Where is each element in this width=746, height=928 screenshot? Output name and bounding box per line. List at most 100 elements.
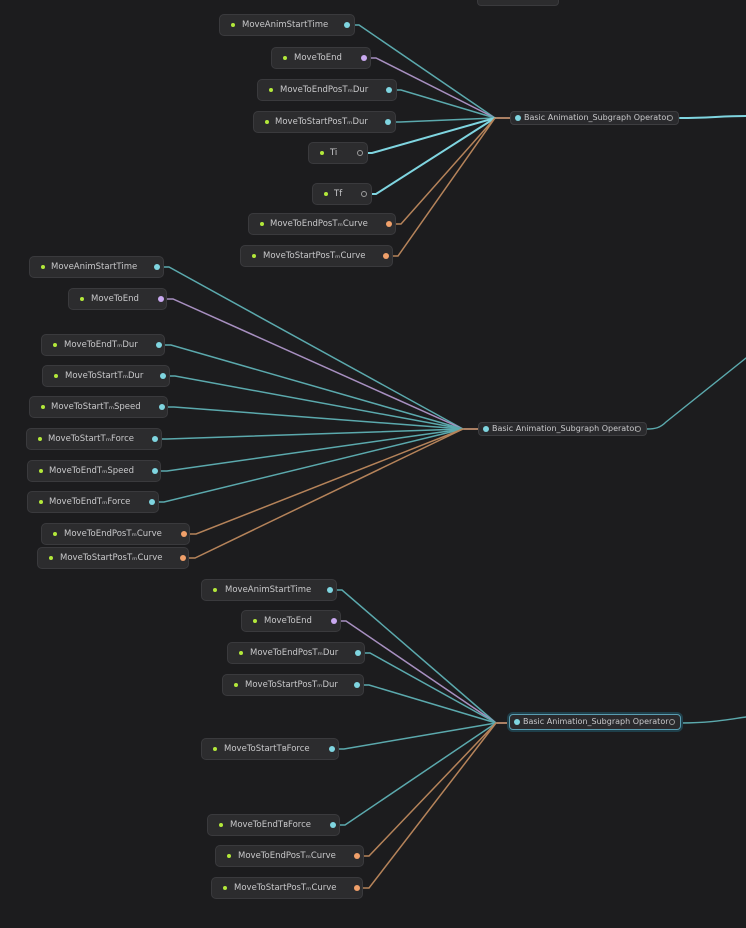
node-input-port[interactable] (253, 619, 257, 623)
node-input-port[interactable] (49, 556, 53, 560)
parameter-wire (389, 117, 496, 123)
parameter-node[interactable]: MoveToStartTₘDur (42, 365, 170, 387)
node-input-port[interactable] (39, 469, 43, 473)
node-input-port[interactable] (260, 222, 264, 226)
parameter-node[interactable]: MoveToEndPosTₘCurve (248, 213, 396, 235)
parameter-node[interactable]: MoveToEndPosTₘCurve (215, 845, 364, 867)
node-output-port[interactable] (329, 746, 335, 752)
node-output-port[interactable] (154, 264, 160, 270)
node-output-port[interactable] (180, 555, 186, 561)
node-input-port[interactable] (265, 120, 269, 124)
node-output-port[interactable] (354, 853, 360, 859)
operator-input-port[interactable] (514, 719, 520, 725)
offscreen-node-stub[interactable] (477, 0, 559, 6)
node-output-port[interactable] (344, 22, 350, 28)
node-input-port[interactable] (227, 854, 231, 858)
parameter-node[interactable]: MoveToEndPosTₘDur (227, 642, 365, 664)
node-output-port[interactable] (156, 342, 162, 348)
node-output-port[interactable] (357, 150, 363, 156)
parameter-node[interactable]: MoveToStartPosTₘCurve (37, 547, 189, 569)
operator-input-port[interactable] (515, 115, 521, 121)
parameter-wire (164, 375, 464, 430)
parameter-node[interactable]: Ti (308, 142, 368, 164)
node-input-port[interactable] (80, 297, 84, 301)
node-output-port[interactable] (361, 55, 367, 61)
node-output-port[interactable] (327, 587, 333, 593)
node-input-port[interactable] (41, 265, 45, 269)
operator-title: Basic Animation_Subgraph Operator (523, 717, 669, 726)
operator-output-port[interactable] (635, 426, 641, 432)
parameter-node[interactable]: MoveToStartPosTₘCurve (211, 877, 363, 899)
node-output-port[interactable] (330, 822, 336, 828)
node-input-port[interactable] (41, 405, 45, 409)
operator-title: Basic Animation_Subgraph Operator (524, 113, 670, 122)
node-output-port[interactable] (159, 404, 165, 410)
operator-input-port[interactable] (483, 426, 489, 432)
node-output-port[interactable] (386, 87, 392, 93)
node-output-port[interactable] (181, 531, 187, 537)
node-output-port[interactable] (160, 373, 166, 379)
node-input-port[interactable] (223, 886, 227, 890)
parameter-node[interactable]: MoveToStartPosTₘCurve (240, 245, 393, 267)
parameter-label: MoveToStartPosTₘDur (275, 117, 368, 127)
node-output-port[interactable] (152, 436, 158, 442)
node-input-port[interactable] (39, 500, 43, 504)
node-input-port[interactable] (54, 374, 58, 378)
node-input-port[interactable] (234, 683, 238, 687)
parameter-label: MoveToEnd (264, 616, 312, 626)
node-input-port[interactable] (53, 532, 57, 536)
node-output-port[interactable] (385, 119, 391, 125)
parameter-node[interactable]: MoveAnimStartTime (29, 256, 164, 278)
operator-output-wire (646, 357, 746, 430)
parameter-node[interactable]: MoveToEndTₘSpeed (27, 460, 161, 482)
node-input-port[interactable] (269, 88, 273, 92)
node-input-port[interactable] (213, 588, 217, 592)
parameter-label: MoveAnimStartTime (242, 20, 329, 30)
parameter-node[interactable]: MoveToStartTₘSpeed (29, 396, 168, 418)
parameter-node[interactable]: MoveToStartPosTₘDur (222, 674, 364, 696)
subgraph-operator-node[interactable]: Basic Animation_Subgraph Operator (478, 422, 647, 436)
node-output-port[interactable] (152, 468, 158, 474)
node-output-port[interactable] (354, 885, 360, 891)
node-output-port[interactable] (383, 253, 389, 259)
node-output-port[interactable] (158, 296, 164, 302)
node-input-port[interactable] (231, 23, 235, 27)
node-input-port[interactable] (38, 437, 42, 441)
parameter-node[interactable]: MoveToStartTₘForce (26, 428, 162, 450)
node-output-port[interactable] (331, 618, 337, 624)
parameter-node[interactable]: MoveAnimStartTime (219, 14, 355, 36)
node-output-port[interactable] (149, 499, 155, 505)
subgraph-operator-node[interactable]: Basic Animation_Subgraph Operator (510, 111, 679, 125)
parameter-node[interactable]: MoveToEnd (241, 610, 341, 632)
parameter-node[interactable]: MoveAnimStartTime (201, 579, 337, 601)
node-output-port[interactable] (361, 191, 367, 197)
parameter-node[interactable]: MoveToEnd (68, 288, 167, 310)
node-input-port[interactable] (252, 254, 256, 258)
parameter-node[interactable]: MoveToEndPosTₘCurve (41, 523, 190, 545)
parameter-node[interactable]: MoveToEndPosTₘDur (257, 79, 397, 101)
node-output-port[interactable] (354, 682, 360, 688)
parameter-node[interactable]: MoveToEndTₘDur (41, 334, 165, 356)
parameter-node[interactable]: MoveToStartPosTₘDur (253, 111, 396, 133)
node-input-port[interactable] (283, 56, 287, 60)
node-input-port[interactable] (320, 151, 324, 155)
parameter-node[interactable]: MoveToEndTₘForce (27, 491, 159, 513)
node-output-port[interactable] (355, 650, 361, 656)
parameter-node[interactable]: MoveToEnd (271, 47, 371, 69)
operator-output-port[interactable] (667, 115, 673, 121)
subgraph-operator-node[interactable]: Basic Animation_Subgraph Operator (509, 714, 681, 730)
parameter-node[interactable]: Tf (312, 183, 372, 205)
node-input-port[interactable] (213, 747, 217, 751)
node-input-port[interactable] (324, 192, 328, 196)
parameter-label: MoveToStartTₘForce (48, 434, 134, 444)
node-input-port[interactable] (239, 651, 243, 655)
parameter-label: MoveAnimStartTime (51, 262, 138, 272)
node-input-port[interactable] (219, 823, 223, 827)
parameter-wire (348, 24, 496, 119)
node-output-port[interactable] (386, 221, 392, 227)
operator-output-port[interactable] (669, 719, 675, 725)
parameter-node[interactable]: MoveToStartTʙForce (201, 738, 339, 760)
node-input-port[interactable] (53, 343, 57, 347)
parameter-node[interactable]: MoveToEndTʙForce (207, 814, 340, 836)
